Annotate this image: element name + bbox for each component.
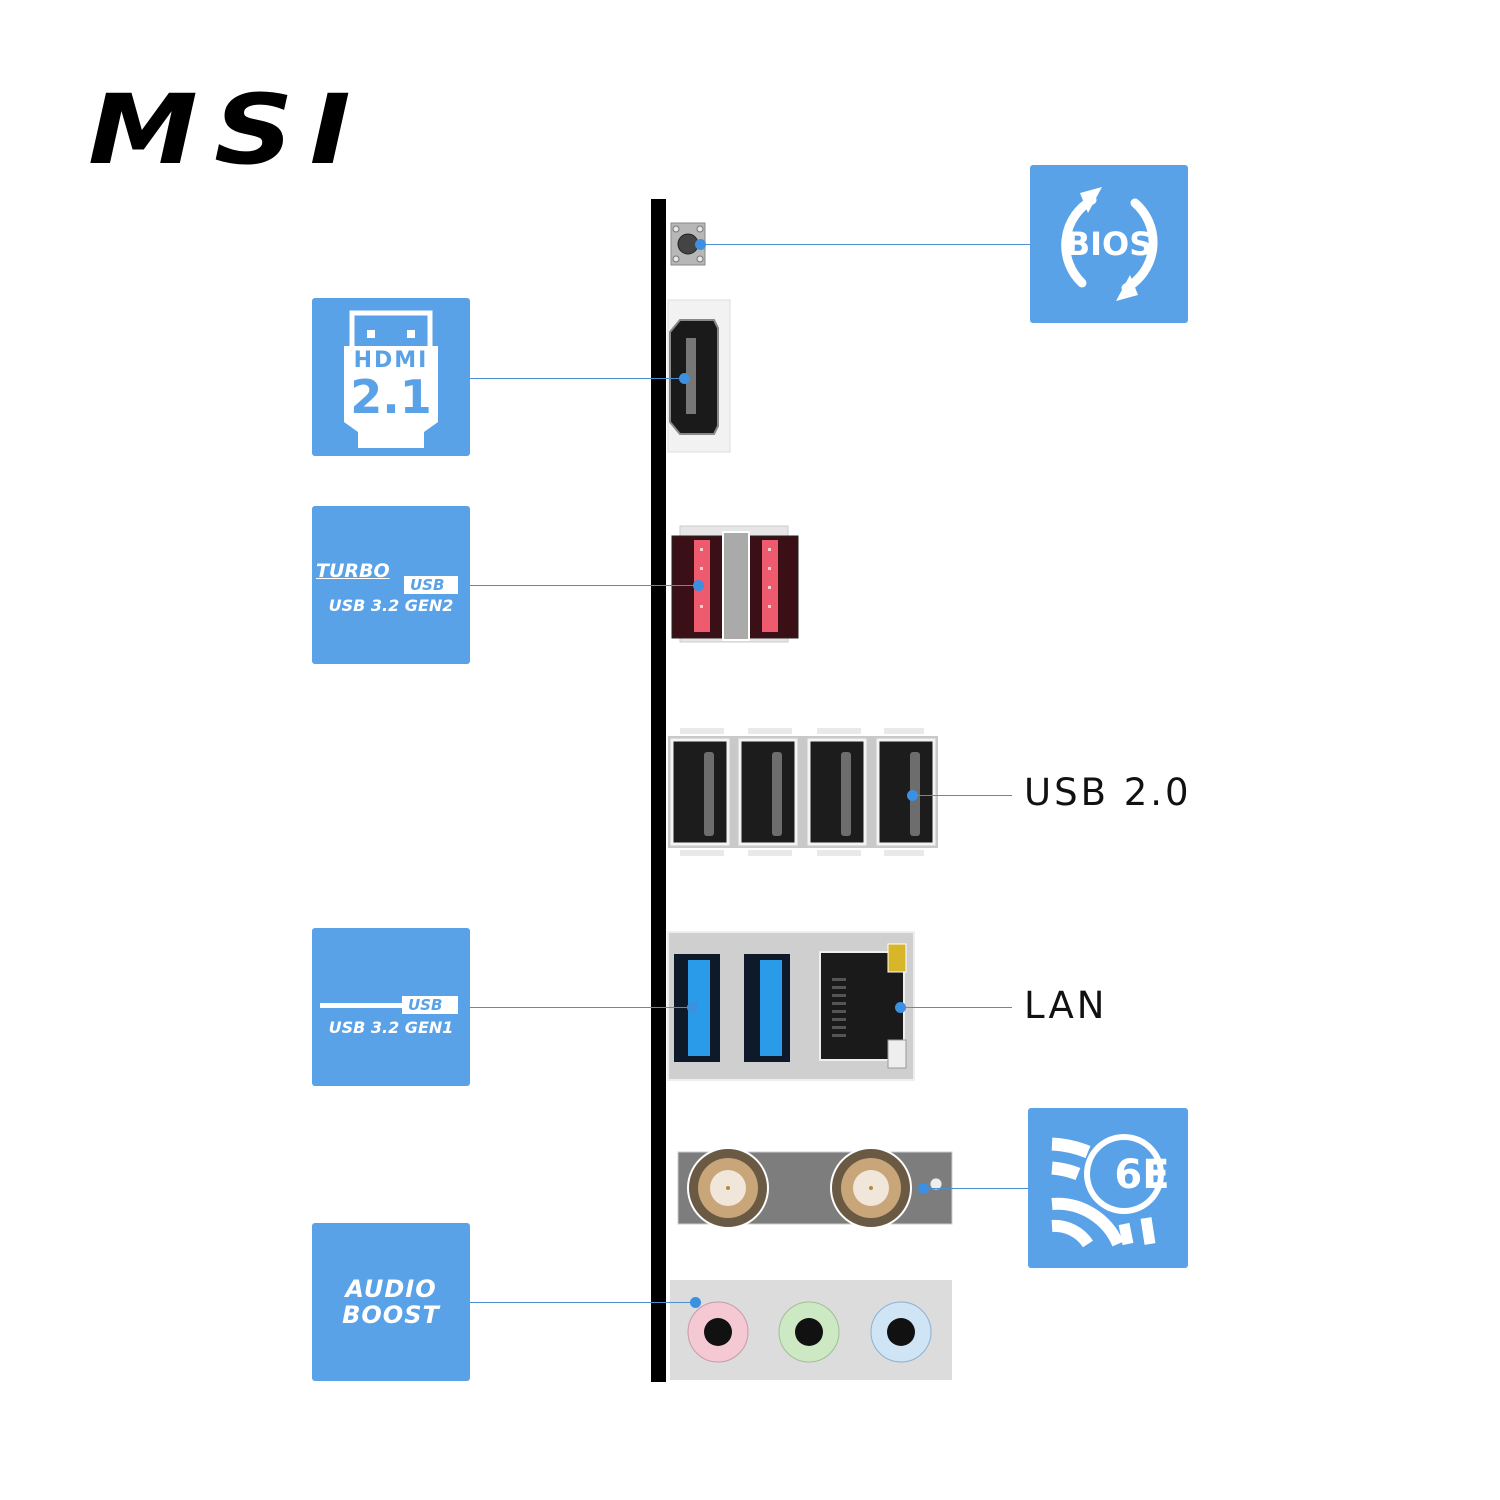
usb20-label: USB 2.0: [1024, 771, 1192, 814]
io-shield-edge: [651, 199, 666, 1382]
leader-line-wifi: [923, 1188, 1028, 1189]
leader-line-bios: [700, 244, 1030, 245]
hdmi-badge-line1: HDMI: [353, 348, 429, 373]
bios-flashback-badge: BIOS: [1030, 165, 1188, 323]
usb-cable-line: [320, 1003, 404, 1008]
audio-jacks[interactable]: [668, 1278, 952, 1382]
wifi-antenna-connectors[interactable]: [676, 1146, 954, 1230]
hdmi-plug-icon: [344, 310, 438, 448]
leader-line-usb-gen1: [470, 1007, 692, 1008]
hdmi-badge: HDMI 2.1: [312, 298, 470, 456]
usb-gen2-ports[interactable]: [668, 522, 802, 648]
wifi-6e-badge: 6E: [1028, 1108, 1188, 1268]
usb-gen2-text: USB 3.2 GEN2: [328, 596, 454, 615]
audio-boost-badge: AUDIO BOOST: [312, 1223, 470, 1381]
usb-tag-text: USB: [410, 576, 445, 594]
usb-gen1-text: USB 3.2 GEN1: [328, 1018, 454, 1037]
hdmi-port[interactable]: [666, 298, 732, 454]
usb-gen1-badge: USB USB 3.2 GEN1: [312, 928, 470, 1086]
callout-dot-usb20: [907, 790, 918, 801]
turbo-text: TURBO: [316, 560, 390, 582]
usb-gen2-badge: TURBO USB USB 3.2 GEN2: [312, 506, 470, 664]
usb20-ports[interactable]: [668, 728, 938, 856]
leader-line-hdmi: [470, 378, 684, 379]
usb-tag: USB: [404, 576, 458, 594]
usb-gen1-lan-block: [666, 930, 916, 1082]
refresh-arrows-icon: [1061, 187, 1158, 301]
lan-label: LAN: [1024, 984, 1108, 1027]
callout-dot-hdmi: [679, 373, 690, 384]
callout-dot-wifi: [918, 1183, 929, 1194]
callout-dot-usb-gen2: [693, 580, 704, 591]
hdmi-badge-line2: 2.1: [350, 370, 432, 424]
audio-text: AUDIO: [345, 1275, 437, 1303]
callout-dot-bios: [695, 239, 706, 250]
leader-line-audio: [470, 1302, 695, 1303]
wifi-6e-text: 6E: [1114, 1152, 1170, 1198]
callout-dot-lan: [895, 1002, 906, 1013]
msi-logo-text: MSI: [88, 74, 367, 186]
usb-tag-text: USB: [408, 996, 443, 1014]
msi-logo: MSI: [88, 80, 388, 180]
leader-line-usb-gen2: [470, 585, 698, 586]
leader-line-lan: [900, 1007, 1012, 1008]
callout-dot-audio: [690, 1297, 701, 1308]
bios-badge-text: BIOS: [1065, 225, 1153, 263]
usb-tag: USB: [402, 996, 458, 1014]
boost-text: BOOST: [342, 1301, 440, 1329]
leader-line-usb20: [912, 795, 1012, 796]
wifi-signal-icon: [1051, 1134, 1164, 1248]
callout-dot-usb-gen1: [687, 1002, 698, 1013]
